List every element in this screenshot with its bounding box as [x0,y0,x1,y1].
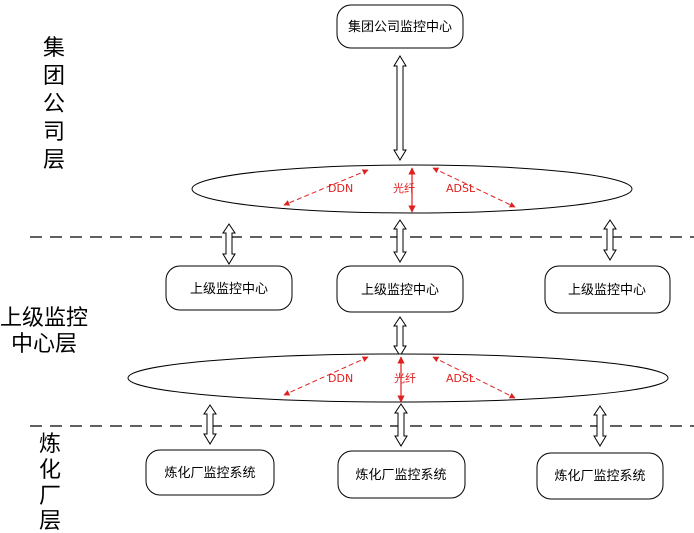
upper-monitoring-center[interactable]: 上级监控中心 [165,265,293,311]
double-arrow [603,219,617,261]
layer-label-plant-char: 层 [39,509,61,533]
ddn-link-label: DDN [328,372,353,385]
layer-label-upper: 上级监控 中心层 [0,306,88,357]
double-arrow [393,219,407,263]
double-arrow [593,405,607,447]
layer-label-plant-char: 厂 [39,484,61,509]
layer-label-plant-char: 化 [39,458,61,483]
upper-monitoring-center[interactable]: 上级监控中心 [544,265,671,314]
adsl-link-arrow [432,167,516,208]
layer-label-group: 集 团 公 司 层 [43,36,65,173]
layer-label-plant-char: 炼 [39,432,61,457]
fiber-link-label: 光纤 [394,371,416,385]
ddn-link-arrow [283,356,369,396]
double-arrow [222,223,236,265]
layer-label-group-char: 司 [43,120,65,145]
fiber-link-label: 光纤 [393,181,415,195]
group-monitoring-center[interactable]: 集团公司监控中心 [336,4,464,49]
plant-monitoring-system-label: 炼化厂监控系统 [554,469,645,484]
upper-monitoring-center-label: 上级监控中心 [568,283,646,298]
double-arrow [393,55,407,161]
layer-label-group-char: 团 [43,64,65,89]
plant-monitoring-system-label: 炼化厂监控系统 [355,468,446,483]
layer-label-group-char: 公 [43,92,65,117]
double-arrow [203,404,217,445]
adsl-link-label: ADSL [446,182,476,195]
double-arrow [393,316,407,357]
plant-monitoring-system-label: 炼化厂监控系统 [164,466,255,481]
upper-monitoring-center-label: 上级监控中心 [361,283,439,298]
layer-label-upper-line1: 上级监控 [0,306,88,331]
plant-monitoring-system[interactable]: 炼化厂监控系统 [337,450,466,499]
layer-label-group-char: 集 [43,36,65,61]
ddn-link-arrow [283,169,369,206]
layer-label-plant: 炼 化 厂 层 [39,432,61,533]
adsl-link-arrow [432,356,516,399]
group-monitoring-center-label: 集团公司监控中心 [348,19,452,35]
plant-monitoring-system[interactable]: 炼化厂监控系统 [145,449,275,496]
network-bottom-links: DDN 光纤 ADSL [283,356,516,403]
adsl-link-label: ADSL [446,372,476,385]
double-arrow [394,403,408,447]
layer-label-group-char: 层 [43,148,65,173]
ddn-link-label: DDN [328,182,353,195]
network-top-links: DDN 光纤 ADSL [283,167,516,213]
upper-monitoring-center-label: 上级监控中心 [190,282,268,297]
plant-monitoring-system[interactable]: 炼化厂监控系统 [536,452,664,500]
upper-monitoring-center[interactable]: 上级监控中心 [336,265,464,313]
layer-label-upper-line2: 中心层 [11,332,77,357]
